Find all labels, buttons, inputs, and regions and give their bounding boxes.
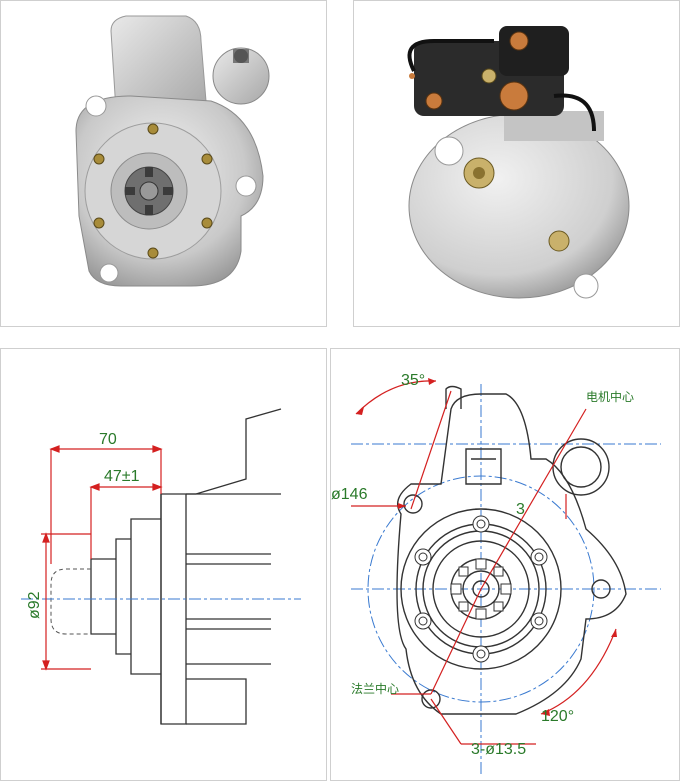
starter-front-photo [75, 15, 270, 287]
dim-offset: 47±1 [104, 468, 140, 485]
dim-length: 70 [99, 431, 117, 448]
photo-front-panel [0, 0, 327, 327]
label-motor-center: 电机中心 [586, 389, 634, 404]
front-view-drawing: 35° 电机中心 ø146 3 法兰中心 120° 3-ø13.5 [331, 372, 661, 774]
starter-rear-photo [407, 26, 630, 299]
dim-holes: 3-ø13.5 [471, 741, 526, 758]
dim-angle-bottom: 120° [541, 708, 574, 725]
front-view-drawing-panel: 35° 电机中心 ø146 3 法兰中心 120° 3-ø13.5 [330, 348, 680, 781]
label-flange-center: 法兰中心 [351, 681, 399, 696]
dim-flange-diameter: ø146 [331, 486, 368, 503]
photo-rear-panel [353, 0, 680, 327]
side-view-drawing: 70 47±1 ø92 [21, 408, 301, 725]
dim-small: 3 [516, 501, 525, 518]
side-view-drawing-panel: 70 47±1 ø92 [0, 348, 327, 781]
dim-angle-top: 35° [401, 372, 425, 389]
dim-diameter: ø92 [26, 591, 43, 619]
